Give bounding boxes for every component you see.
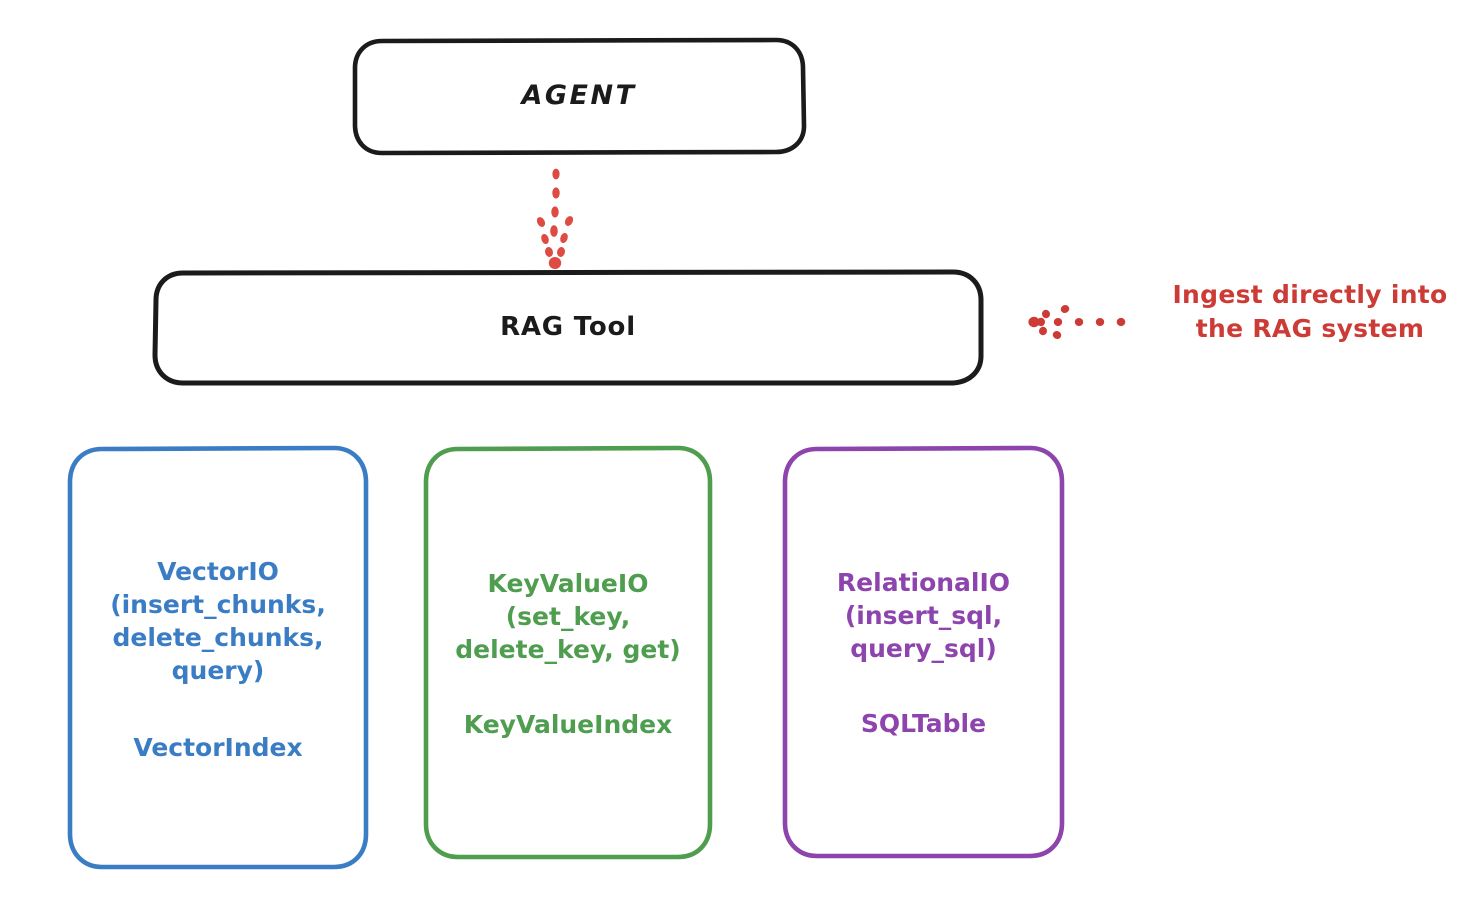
vector-store-index-label: VectorIndex bbox=[133, 732, 303, 762]
ingest-annotation-label: Ingest directly into the RAG system bbox=[1172, 280, 1448, 343]
vector-store-box-outline bbox=[67, 445, 369, 870]
vector-store-node[interactable]: VectorIO (insert_chunks, delete_chunks, … bbox=[70, 448, 366, 868]
rag-tool-box-outline bbox=[152, 269, 984, 386]
agent-label: AGENT bbox=[521, 80, 637, 112]
relational-store-box-outline bbox=[782, 445, 1065, 859]
relational-store-api-label: RelationalIO (insert_sql, query_sql) bbox=[836, 568, 1011, 663]
relational-store-node[interactable]: RelationalIO (insert_sql, query_sql) SQL… bbox=[785, 448, 1062, 856]
agent-node[interactable]: AGENT bbox=[355, 40, 803, 153]
keyvalue-store-index-label: KeyValueIndex bbox=[463, 709, 673, 739]
agent-box-outline bbox=[352, 37, 807, 156]
vector-store-api-label: VectorIO (insert_chunks, delete_chunks, … bbox=[110, 556, 326, 685]
agent-to-rag-tool-arrow bbox=[536, 168, 574, 269]
ingest-arrow bbox=[1028, 305, 1126, 339]
keyvalue-store-api-label: KeyValueIO (set_key, delete_key, get) bbox=[455, 568, 681, 664]
rag-tool-label: RAG Tool bbox=[500, 311, 636, 342]
keyvalue-store-node[interactable]: KeyValueIO (set_key, delete_key, get) Ke… bbox=[426, 448, 710, 857]
relational-store-index-label: SQLTable bbox=[860, 709, 987, 738]
keyvalue-store-box-outline bbox=[423, 445, 713, 860]
rag-tool-node[interactable]: RAG Tool bbox=[155, 272, 981, 383]
